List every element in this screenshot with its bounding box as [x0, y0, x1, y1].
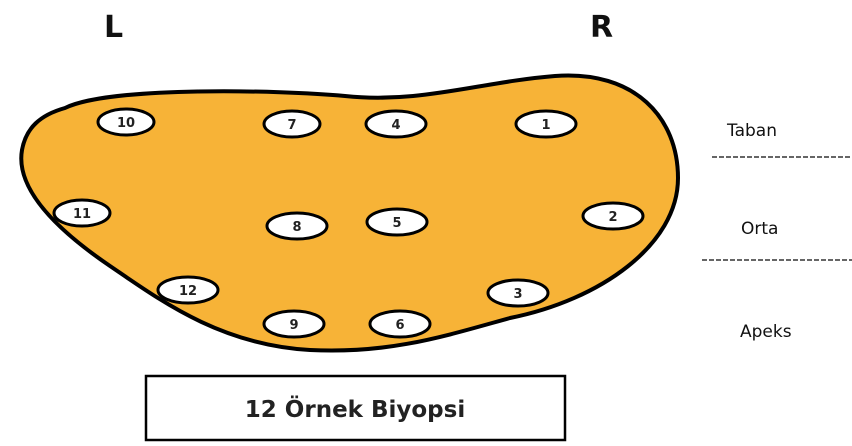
right-side-label: R	[590, 10, 613, 45]
core-12: 12	[158, 277, 218, 303]
core-number: 7	[287, 118, 296, 133]
core-10: 10	[98, 109, 154, 135]
zone-label-mid: Orta	[741, 219, 778, 239]
core-number: 1	[541, 118, 550, 133]
core-1: 1	[516, 111, 576, 137]
core-number: 9	[289, 318, 298, 333]
core-3: 3	[488, 280, 548, 306]
core-number: 8	[292, 220, 301, 235]
core-number: 3	[513, 287, 522, 302]
left-side-label: L	[104, 10, 123, 45]
core-5: 5	[367, 209, 427, 235]
core-number: 12	[179, 284, 197, 299]
core-7: 7	[264, 111, 320, 137]
core-2: 2	[583, 203, 643, 229]
zone-label-base: Taban	[726, 121, 777, 141]
core-number: 4	[391, 118, 400, 133]
core-8: 8	[267, 213, 327, 239]
core-number: 10	[117, 116, 135, 131]
core-11: 11	[54, 200, 110, 226]
core-number: 11	[73, 207, 91, 222]
core-9: 9	[264, 311, 324, 337]
core-number: 2	[608, 210, 617, 225]
zone-label-apex: Apeks	[740, 322, 792, 342]
core-6: 6	[370, 311, 430, 337]
core-number: 5	[392, 216, 401, 231]
core-number: 6	[395, 318, 404, 333]
caption-text: 12 Örnek Biyopsi	[245, 395, 465, 423]
core-4: 4	[366, 111, 426, 137]
